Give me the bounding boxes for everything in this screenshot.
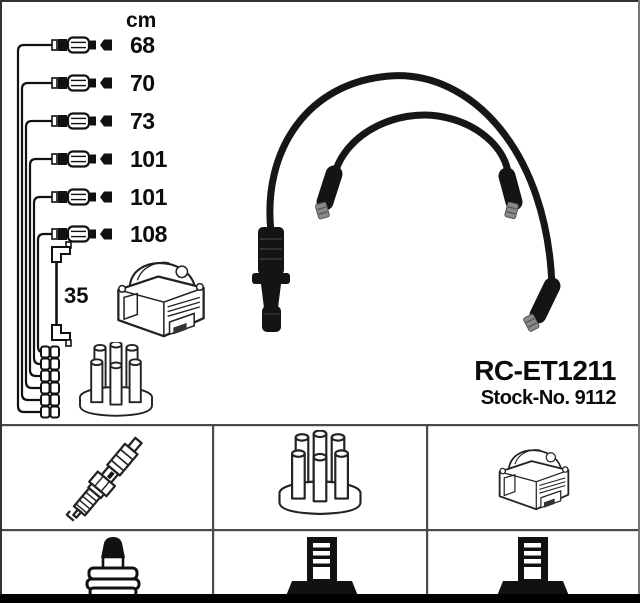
coil-wire-drawing <box>51 241 72 347</box>
bottom-bar <box>0 594 640 603</box>
bundle-connector-stack <box>40 345 60 419</box>
distributor-cap-icon <box>278 430 362 516</box>
elbow-boot-outer-right <box>523 277 561 332</box>
cable-length-label: 73 <box>130 108 155 134</box>
ignition-coil-icon <box>498 448 570 511</box>
lead-length-diagram <box>16 43 57 414</box>
stock-number: Stock-No. 9112 <box>480 387 617 409</box>
cable-length-label: 101 <box>130 146 167 172</box>
lead-end-glyphs <box>50 36 114 243</box>
spark-plug-icon <box>65 436 143 522</box>
cable-length-label: 108 <box>130 221 167 247</box>
unit-header: cm <box>126 9 157 32</box>
distributor-cap-drawing <box>79 342 153 417</box>
terminal-m4-icon <box>286 537 358 596</box>
cable-length-label: 101 <box>130 184 167 210</box>
straight-boot <box>252 227 290 332</box>
coil-wire-length-label: 35 <box>64 283 89 308</box>
part-number: RC-ET1211 <box>474 355 616 386</box>
elbow-boot-inner-right <box>498 167 523 220</box>
legend-grid-lines <box>0 424 640 595</box>
ignition-coil-drawing <box>117 261 205 338</box>
cable-length-label: 70 <box>130 70 155 96</box>
ignition-leads-photo <box>252 72 561 332</box>
terminal-sae-icon <box>85 537 141 598</box>
terminal-m4-icon <box>497 537 569 596</box>
cable-length-label: 68 <box>130 32 155 58</box>
elbow-boot-inner-left <box>315 165 343 220</box>
part-identification: RC-ET1211 Stock-No. 9112 <box>474 356 616 410</box>
